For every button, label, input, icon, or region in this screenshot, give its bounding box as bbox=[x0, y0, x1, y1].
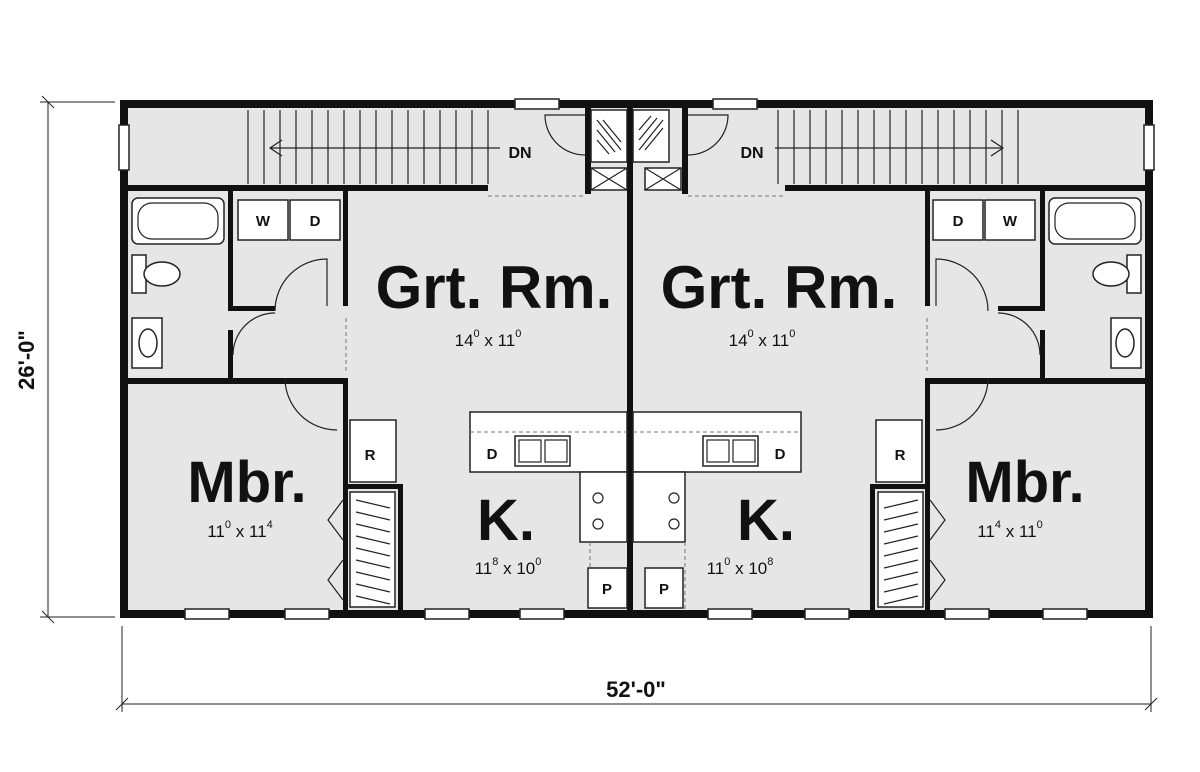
kitchen-left-name: K. bbox=[477, 488, 535, 553]
stair-down-label-right: DN bbox=[740, 145, 763, 162]
tread-line bbox=[355, 535, 391, 545]
tread-line bbox=[355, 583, 391, 593]
pantry-right-label: P bbox=[659, 581, 669, 598]
master-bedroom-right-size: 114 x 110 bbox=[977, 519, 1043, 541]
kitchen-left-size: 118 x 100 bbox=[475, 556, 542, 578]
washer-left-label: W bbox=[256, 213, 271, 230]
great-room-right-size: 140 x 110 bbox=[729, 328, 796, 350]
dryer-left-label: D bbox=[310, 213, 321, 230]
great-room-right-name: Grt. Rm. bbox=[661, 254, 898, 321]
tread-line bbox=[355, 571, 391, 581]
dryer-right bbox=[932, 199, 984, 241]
washer-left bbox=[237, 199, 289, 241]
master-bedroom-right-name: Mbr. bbox=[965, 450, 1084, 515]
washer-right bbox=[984, 199, 1036, 241]
great-room-left-size: 140 x 110 bbox=[455, 328, 522, 350]
tread-line bbox=[883, 523, 919, 533]
tread-line bbox=[355, 523, 391, 533]
linen-closets bbox=[544, 109, 729, 191]
great-room-left-name: Grt. Rm. bbox=[376, 254, 613, 321]
refrigerator-left-label: R bbox=[365, 447, 376, 464]
closet-left bbox=[327, 491, 396, 608]
bath-right bbox=[926, 197, 1142, 431]
windows bbox=[118, 98, 1155, 620]
kitchen-right-size: 110 x 108 bbox=[707, 556, 774, 578]
dryer-right-label: D bbox=[953, 213, 964, 230]
tread-line bbox=[883, 583, 919, 593]
tread-line bbox=[355, 559, 391, 569]
tread-line bbox=[883, 571, 919, 581]
tread-line bbox=[355, 547, 391, 557]
tread-line bbox=[883, 559, 919, 569]
stair-hall bbox=[247, 110, 1019, 197]
master-bedroom-left-name: Mbr. bbox=[187, 450, 306, 515]
stair-down-label-left: DN bbox=[508, 145, 531, 162]
tread-line bbox=[883, 535, 919, 545]
width-dimension-label: 52'-0" bbox=[606, 677, 666, 702]
tread-line bbox=[883, 547, 919, 557]
closet-right bbox=[877, 491, 946, 608]
refrigerator-right-label: R bbox=[895, 447, 906, 464]
kitchen-right-name: K. bbox=[737, 488, 795, 553]
kitchen-right bbox=[632, 411, 923, 610]
tread-line bbox=[355, 511, 391, 521]
stair-treads-right bbox=[777, 110, 1019, 184]
dishwasher-right-label: D bbox=[775, 446, 786, 463]
stair-treads-left bbox=[247, 110, 489, 184]
tread-line bbox=[355, 499, 391, 509]
dryer-left bbox=[289, 199, 341, 241]
dimension-lines bbox=[40, 95, 1158, 712]
walls bbox=[120, 100, 1153, 618]
tread-line bbox=[355, 595, 391, 605]
dishwasher-left-label: D bbox=[487, 446, 498, 463]
tread-line bbox=[883, 499, 919, 509]
kitchen-left bbox=[349, 411, 628, 610]
bath-left bbox=[131, 197, 347, 431]
pantry-left-label: P bbox=[602, 581, 612, 598]
tread-line bbox=[883, 511, 919, 521]
master-bedroom-left-size: 110 x 114 bbox=[207, 519, 273, 541]
washer-right-label: W bbox=[1003, 213, 1018, 230]
depth-dimension-label: 26'-0" bbox=[14, 330, 39, 390]
tread-line bbox=[883, 595, 919, 605]
